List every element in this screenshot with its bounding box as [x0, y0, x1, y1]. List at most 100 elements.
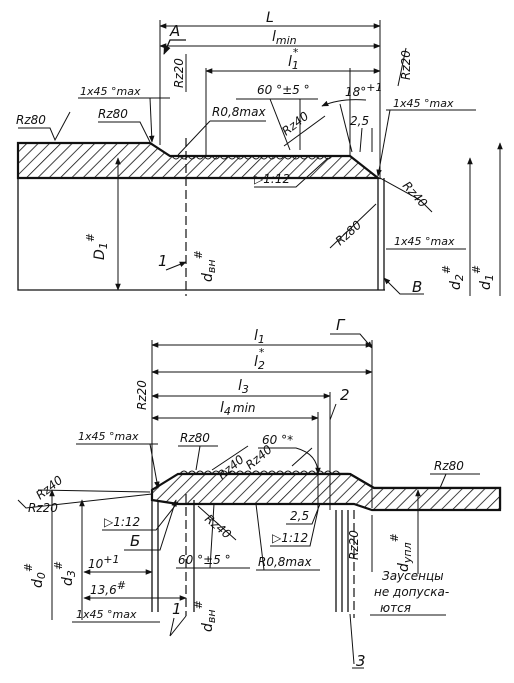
dim-25-leader	[286, 503, 321, 525]
rz20-far-left-tick	[17, 493, 153, 509]
rz80-bottom-tick	[329, 203, 377, 249]
rz40-c-tick	[197, 505, 237, 541]
bottom-rz80-right: Rz80	[434, 459, 464, 473]
top-rz40-a: Rz40	[279, 109, 311, 139]
top-angle-18: 18°+1	[345, 81, 383, 99]
bottom-chamfer-top: 1x45 °max	[78, 430, 139, 443]
rz40-b-tick	[379, 177, 433, 213]
leader-2-line	[329, 403, 337, 421]
r08-leader	[255, 503, 320, 571]
bottom-r08: R0,8max	[258, 555, 312, 569]
thread-angle-leaders	[269, 98, 301, 151]
bottom-leader-1: 1	[172, 600, 182, 618]
top-thread-profile	[171, 155, 333, 160]
angle-18-arc	[321, 99, 367, 107]
rz40-a-tick	[283, 115, 326, 147]
rz80-top-tick	[178, 445, 218, 471]
chamfer-left-leader	[148, 97, 155, 143]
dim-lmin: lmin	[272, 29, 297, 47]
rz80-chamfer-tick	[98, 121, 151, 143]
top-rz80-chamfer: Rz80	[98, 107, 128, 121]
top-view: L lmin l1* A Rz20 Rz20 1x45 °max Rz80 Rz…	[16, 10, 503, 296]
note-line-1: Заусенцы	[382, 569, 444, 583]
leader-1-line	[165, 261, 187, 271]
label-B-arrow	[383, 277, 424, 295]
bottom-d-upl: dупл#	[388, 533, 414, 572]
top-pipe-bottom-edge	[17, 178, 385, 291]
chamfer-right-leader	[376, 109, 391, 177]
bottom-thread-profile	[179, 470, 341, 475]
top-d1: d1#	[470, 265, 496, 290]
rz40-ab-tick	[211, 445, 249, 471]
taper-leader	[254, 157, 329, 188]
leader-3-line	[349, 613, 364, 669]
top-hatched-wall	[16, 141, 382, 180]
bottom-dim-l1: l1	[254, 328, 265, 346]
angle-18-leader	[339, 103, 353, 153]
note-line-2: не допуска-	[374, 585, 449, 599]
bottom-rz40-c-left: Rz40	[33, 473, 65, 503]
bottom-angle-60: 60 °*	[262, 433, 293, 447]
dim-L: L	[266, 10, 274, 26]
taper-right-leader	[270, 509, 319, 547]
bottom-pipe-edges	[151, 500, 349, 612]
bottom-label-G: Г	[336, 316, 346, 334]
bottom-d-vn: dвн#	[192, 600, 218, 632]
top-chamfer-left: 1x45 °max	[80, 85, 141, 98]
note-line-3: ются	[380, 601, 411, 615]
top-label-B: B	[412, 278, 422, 296]
bottom-rz40-c: Rz40	[202, 512, 234, 542]
bottom-leader-3: 3	[356, 652, 366, 670]
dim-l1: l1*	[288, 46, 299, 72]
label-G-arrow	[330, 333, 373, 349]
bottom-rz80-top: Rz80	[180, 431, 210, 445]
top-taper: ▷1:12	[254, 172, 290, 186]
chamfer-top-leader	[149, 443, 160, 489]
top-d-vn: dвн#	[192, 250, 218, 282]
rz20-right-tick	[397, 47, 407, 87]
top-rz20-left: Rz20	[172, 58, 186, 88]
top-d2: d2#	[440, 265, 466, 290]
bottom-hatched-main	[150, 472, 502, 512]
top-r08: R0,8max	[212, 105, 266, 119]
top-D1: D1#	[84, 233, 110, 260]
bottom-d3: d3#	[52, 561, 78, 586]
top-chamfer-bottom: 1x45 °max	[394, 235, 455, 248]
bottom-rz20-mid: Rz20	[347, 530, 361, 560]
bottom-chamfer-bottom: 1x45 °max	[76, 608, 137, 621]
bottom-dim-l2: l2*	[254, 346, 265, 372]
dim-25-leader	[359, 127, 373, 153]
label-B-arrow	[124, 499, 177, 551]
thread-angle-leader	[176, 503, 250, 569]
burr-note: Заусенцы не допуска- ются	[370, 569, 449, 616]
bottom-thread-angle: 60 °±5 °	[178, 553, 231, 567]
rz80-surface-tick	[18, 111, 71, 142]
bottom-taper-right: ▷1:12	[272, 531, 308, 545]
rz80-right-tick	[430, 473, 480, 489]
leader-1-line	[169, 615, 187, 637]
bottom-dim-l3: l3	[238, 378, 249, 396]
angle-60-leader	[291, 447, 313, 467]
top-rz20-right: Rz20	[399, 50, 413, 80]
top-rz80-surface: Rz80	[16, 113, 46, 127]
view-A-arrow	[163, 39, 186, 55]
bottom-rz20-far-left: Rz20	[28, 501, 58, 515]
taper-left-leader	[102, 501, 179, 531]
bottom-dim-10: 10+1	[88, 553, 120, 571]
top-chamfer-right: 1x45 °max	[393, 97, 454, 110]
label-A: A	[169, 22, 180, 40]
rz40-left-tick	[37, 489, 151, 493]
top-rz80-bottom: Rz80	[333, 218, 365, 249]
bottom-dim-25: 2,5	[290, 509, 309, 523]
bottom-leader-2: 2	[340, 386, 350, 404]
top-dim-25: 2,5	[350, 114, 369, 128]
bottom-taper-left: ▷1:12	[104, 515, 140, 529]
r08-leader	[177, 120, 266, 156]
angle-60-arc	[258, 447, 321, 475]
bottom-rz20-left: Rz20	[135, 380, 149, 410]
bottom-d0: d0#	[22, 563, 48, 588]
bottom-dim-136: 13,6#	[90, 579, 126, 597]
